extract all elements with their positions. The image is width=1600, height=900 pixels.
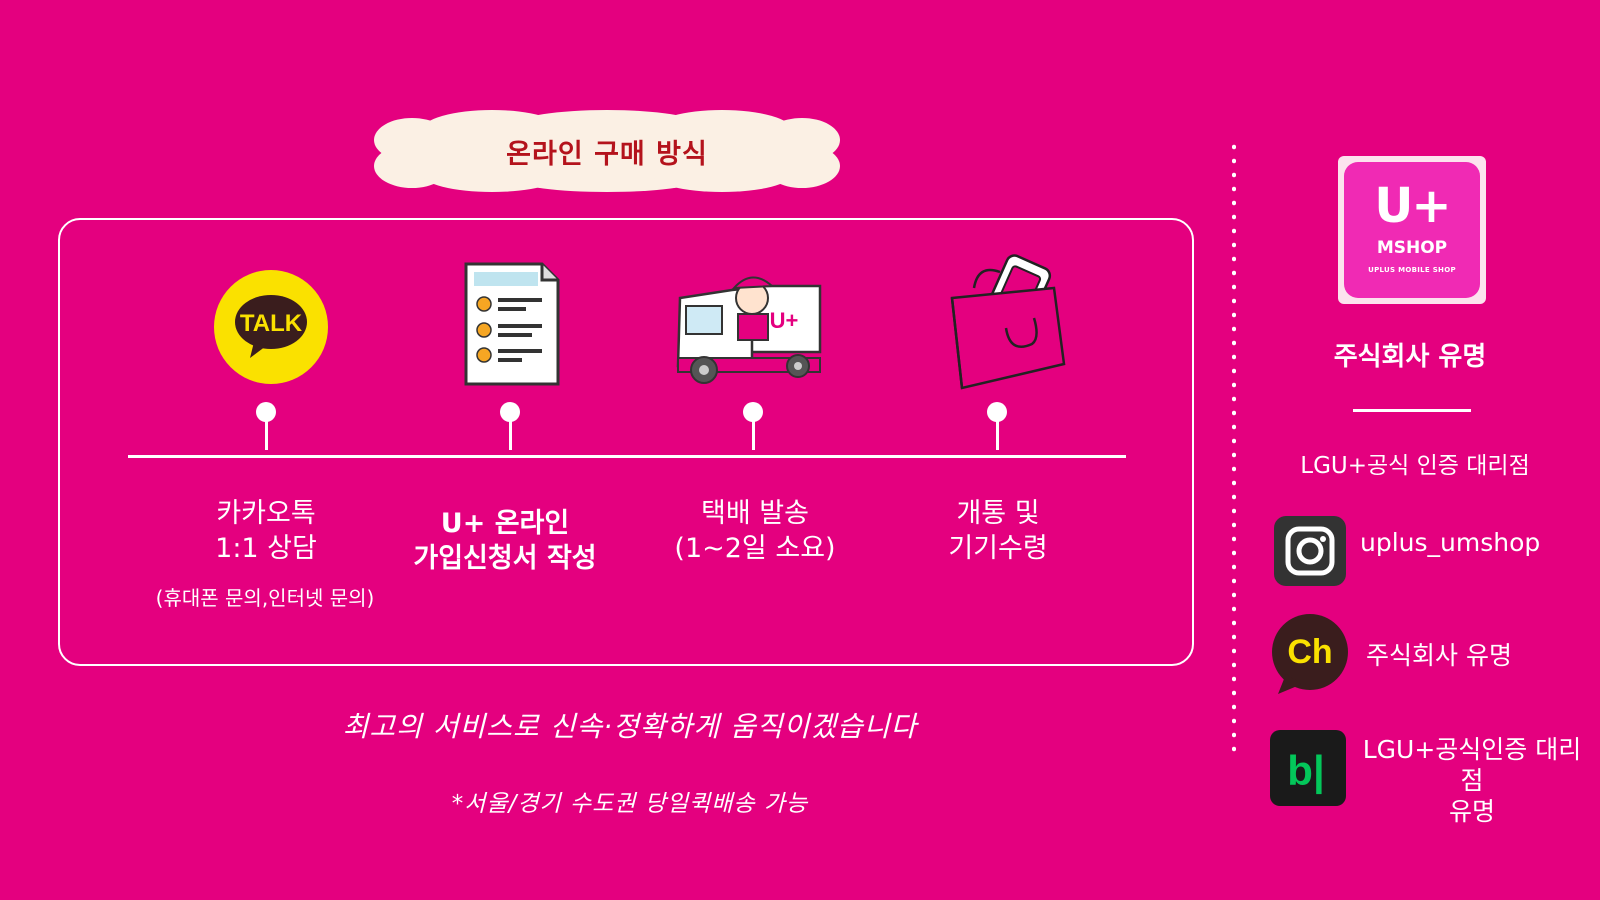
blog-link[interactable]: LGU+공식인증 대리점 유명 [1356,734,1588,827]
page-title: 온라인 구매 방식 [506,138,708,170]
instagram-icon[interactable] [1274,516,1346,586]
delivery-truck-icon: U+ [672,258,826,390]
step-note: (휴대폰 문의,인터넷 문의) [155,586,375,610]
checklist-icon [462,260,562,388]
blog-link-line1: LGU+공식인증 대리점 [1362,735,1582,795]
certified-text: LGU+공식 인증 대리점 [1300,453,1530,479]
step-label-line1: 개통 및 [956,498,1040,529]
kakao-channel-link[interactable]: 주식회사 유명 [1366,641,1512,670]
logo-subtitle: UPLUS MOBILE SHOP [1368,266,1456,274]
kakao-channel-icon[interactable]: Ch [1272,614,1348,696]
step-label-line1: U+ 온라인 [440,508,570,539]
delivery-note: *서울/경기 수도권 당일퀵배송 가능 [451,791,809,817]
step-label-line2: 가입신청서 작성 [413,543,597,574]
instagram-link[interactable]: uplus_umshop [1360,528,1541,557]
shop-logo: U+ MSHOP UPLUS MOBILE SHOP [1338,156,1486,304]
step-label-line2: 기기수령 [948,533,1048,564]
blog-icon-text: b| [1287,747,1324,795]
timeline-pin [987,402,1007,450]
divider [1232,140,1236,760]
company-name: 주식회사 유명 [1333,342,1487,372]
shop-logo-inner: U+ MSHOP UPLUS MOBILE SHOP [1344,162,1480,298]
kakao-channel-icon-text: Ch [1287,633,1332,671]
timeline-pin [256,402,276,450]
shopping-bag-icon [944,254,1068,392]
slogan: 최고의 서비스로 신속·정확하게 움직이겠습니다 [342,710,918,743]
cloud-shape [374,110,840,192]
timeline-line [128,455,1126,458]
kakaotalk-icon: TALK [212,270,330,384]
logo-name: MSHOP [1376,238,1448,258]
blog-link-line2: 유명 [1448,797,1495,826]
step-label-line2: 1:1 상담 [215,533,317,564]
step-label-application: U+ 온라인 가입신청서 작성 [380,506,630,576]
kakaotalk-icon-text: TALK [240,310,303,337]
company-underline [1353,409,1471,412]
timeline-pin [500,402,520,450]
step-label-consult: 카카오톡 1:1 상담 [141,496,391,566]
step-label-shipping: 택배 발송 (1~2일 소요) [630,496,880,566]
timeline-pin [743,402,763,450]
step-label-activation: 개통 및 기기수령 [873,496,1123,566]
step-label-line1: 택배 발송 [701,498,809,529]
step-label-line1: 카카오톡 [216,498,316,529]
process-panel [58,218,1194,666]
logo-mark: U+ [1374,178,1451,234]
truck-logo-text: U+ [770,308,799,333]
step-label-line2: (1~2일 소요) [674,533,836,564]
blog-icon[interactable]: b| [1270,730,1346,806]
title-cloud: 온라인 구매 방식 [372,110,842,192]
